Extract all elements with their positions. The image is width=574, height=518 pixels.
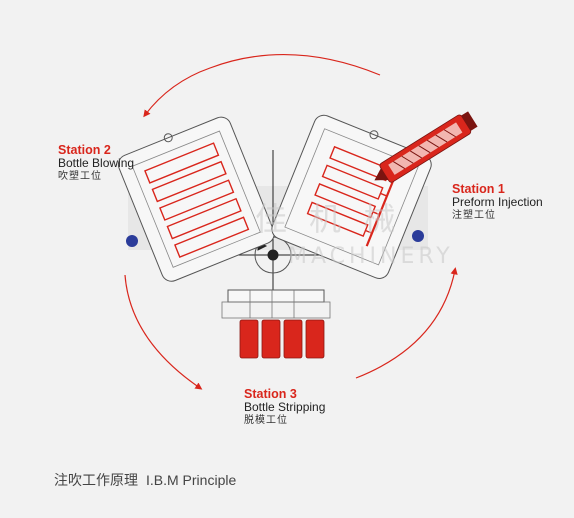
caption-en: I.B.M Principle bbox=[146, 472, 237, 488]
station-3-name-cn: 脱模工位 bbox=[244, 415, 288, 427]
station-3-name: Bottle Stripping bbox=[244, 400, 326, 415]
station-2-name-cn: 吹塑工位 bbox=[58, 171, 102, 183]
station-3-title: Station 3 bbox=[244, 387, 297, 401]
station-1-label: Station 1 Preform Injection 注塑工位 bbox=[452, 182, 543, 222]
station-3-label: Station 3 Bottle Stripping 脱模工位 bbox=[244, 387, 325, 427]
station-1-name-cn: 注塑工位 bbox=[452, 210, 496, 222]
station-2-label: Station 2 Bottle Blowing 吹塑工位 bbox=[58, 143, 134, 183]
caption-cn: 注吹工作原理 bbox=[54, 473, 138, 489]
blowing-mold bbox=[117, 116, 275, 282]
figure-caption: 注吹工作原理 I.B.M Principle bbox=[54, 470, 236, 490]
injection-nozzle-icon bbox=[374, 111, 478, 183]
station-2-title: Station 2 bbox=[58, 143, 111, 157]
bolt-icon bbox=[412, 230, 424, 242]
watermark-text-en: MACHINERY bbox=[288, 244, 454, 269]
station-1-name: Preform Injection bbox=[452, 195, 543, 210]
watermark-text-cn: 佳 机 械 bbox=[255, 200, 402, 238]
station-1-title: Station 1 bbox=[452, 182, 505, 196]
bolt-icon bbox=[126, 235, 138, 247]
station-2-name: Bottle Blowing bbox=[58, 156, 135, 171]
stripping-unit bbox=[221, 289, 331, 359]
rotation-arrow-icon bbox=[124, 53, 458, 390]
